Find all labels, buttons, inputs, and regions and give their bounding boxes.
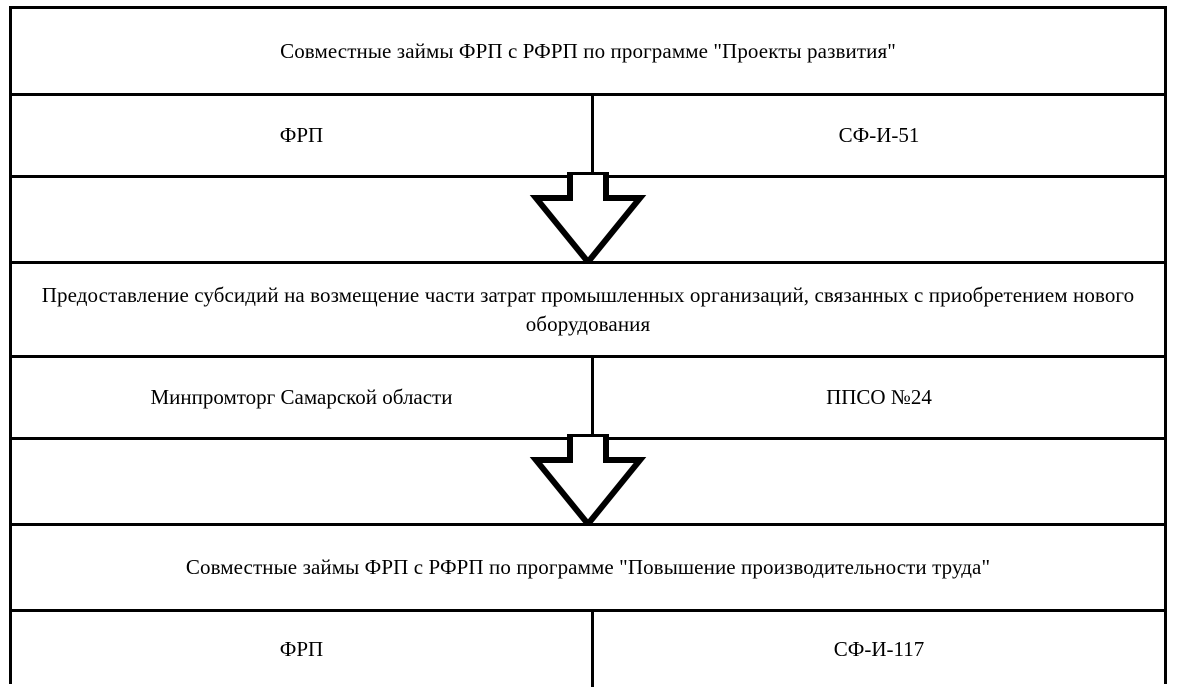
connector-row-1 xyxy=(12,172,1164,267)
block-2-detail-row: Минпромторг Самарской области ППСО №24 xyxy=(12,355,1164,437)
block-1-right-cell: СФ-И-51 xyxy=(838,123,920,147)
flow-diagram: Совместные займы ФРП с РФРП по программе… xyxy=(9,6,1167,687)
block-1-detail-row: ФРП СФ-И-51 xyxy=(12,93,1164,175)
block-2-left-cell: Минпромторг Самарской области xyxy=(12,358,594,437)
block-3-detail-row: ФРП СФ-И-117 xyxy=(12,609,1164,687)
block-2-right-cell: ППСО №24 xyxy=(826,385,932,409)
block-3-right-cell: СФ-И-117 xyxy=(833,637,925,661)
down-arrow-icon xyxy=(12,434,1164,529)
block-1-heading-row: Совместные займы ФРП с РФРП по программе… xyxy=(12,9,1164,93)
block-2-heading-row: Предоставление субсидий на возмещение ча… xyxy=(12,261,1164,355)
down-arrow-icon xyxy=(12,172,1164,267)
block-3-left-cell: ФРП xyxy=(12,612,594,687)
connector-row-2 xyxy=(12,434,1164,529)
block-2-heading-text: Предоставление субсидий на возмещение ча… xyxy=(41,283,1135,336)
block-1-left-cell: ФРП xyxy=(12,96,594,175)
block-3-heading-text: Совместные займы ФРП с РФРП по программе… xyxy=(185,555,991,580)
block-1-heading-text: Совместные займы ФРП с РФРП по программе… xyxy=(280,38,896,63)
block-3-heading-row: Совместные займы ФРП с РФРП по программе… xyxy=(12,523,1164,609)
